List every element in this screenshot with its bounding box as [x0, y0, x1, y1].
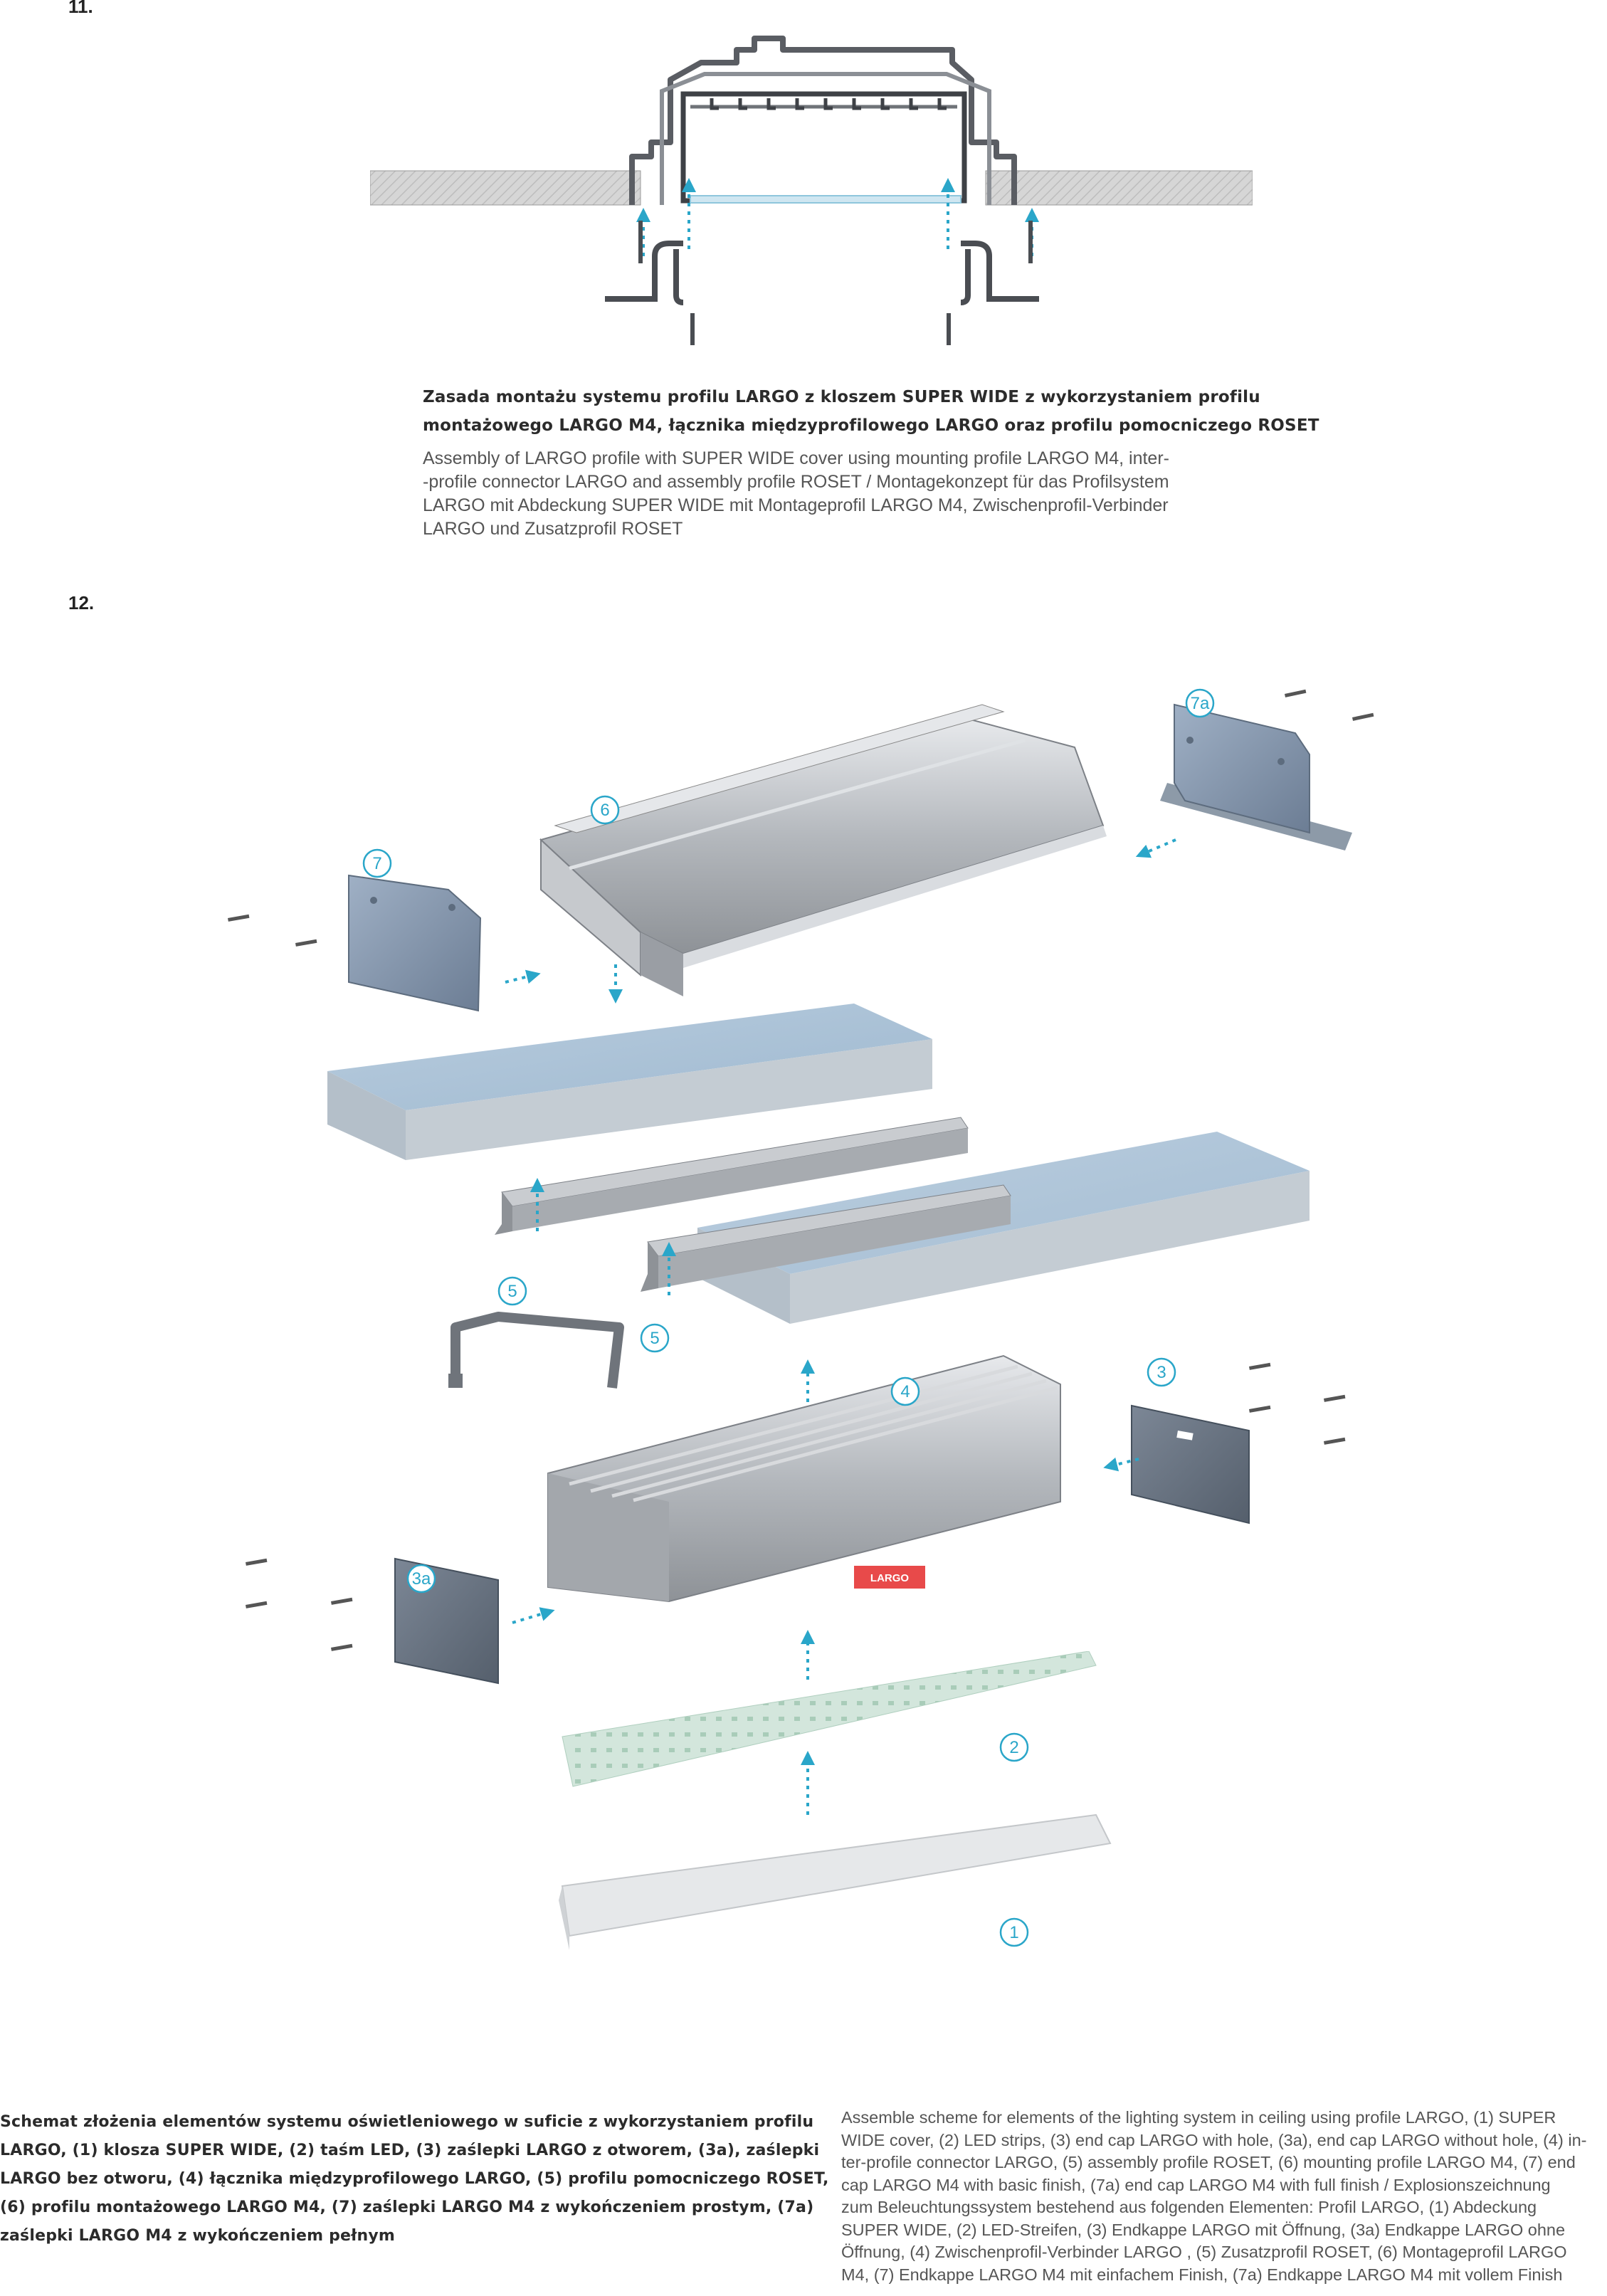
- badge-4: 4: [890, 1376, 920, 1406]
- mounting-profile-largo-m4: [539, 704, 1107, 996]
- caption-line: Schemat złożenia elementów systemu oświe…: [0, 2113, 814, 2131]
- section-11-caption-en: Assembly of LARGO profile with SUPER WID…: [423, 447, 1169, 541]
- caption-line: LARGO mit Abdeckung SUPER WIDE mit Monta…: [423, 495, 1169, 515]
- badge-5b: 5: [640, 1323, 670, 1353]
- caption-line: zum Beleuchtungssystem bestehend aus fol…: [841, 2198, 1537, 2216]
- section-11-number: 11.: [68, 0, 93, 17]
- badge-4-text: 4: [900, 1382, 910, 1401]
- caption-line: SUPER WIDE, (2) LED-Streifen, (3) Endkap…: [841, 2220, 1566, 2239]
- caption-line: LARGO, (1) klosza SUPER WIDE, (2) taśm L…: [0, 2142, 820, 2159]
- connector-left: [605, 241, 683, 302]
- badge-2: 2: [999, 1732, 1029, 1762]
- badge-7a: 7a: [1185, 688, 1215, 718]
- screws-7a: [1285, 689, 1374, 721]
- screws-3a: [245, 1558, 353, 1651]
- largo-profile: [547, 1354, 1061, 1603]
- badge-6: 6: [590, 795, 620, 825]
- section-12-caption-pl: Schemat złożenia elementów systemu oświe…: [0, 2108, 829, 2250]
- badge-5a: 5: [497, 1276, 527, 1306]
- section-12-exploded-diagram: LARGO: [228, 689, 1374, 1685]
- led-strip: [562, 1651, 1097, 1787]
- screws-3: [1249, 1362, 1346, 1445]
- badge-5a-text: 5: [507, 1282, 517, 1301]
- caption-line: LARGO bez otworu, (4) łącznika międzypro…: [0, 2170, 829, 2188]
- assembly-profile-roset-1: [495, 1117, 969, 1235]
- section-12-number: 12.: [68, 592, 95, 614]
- badge-7-text: 7: [372, 854, 381, 873]
- badge-6-text: 6: [600, 801, 609, 820]
- section-11-caption-pl: Zasada montażu systemu profilu LARGO z k…: [423, 383, 1319, 440]
- section-12-lower-diagram: [559, 1651, 1112, 1950]
- screws-7: [228, 914, 317, 947]
- badge-2-text: 2: [1009, 1738, 1018, 1757]
- largo-logo-tag: LARGO: [854, 1566, 925, 1589]
- super-wide-cover: [690, 195, 961, 204]
- largo-logo-text: LARGO: [870, 1572, 909, 1584]
- section-12-caption-en: Assemble scheme for elements of the ligh…: [841, 2107, 1586, 2286]
- end-cap-largo-with-hole: [1131, 1404, 1250, 1524]
- badge-1: 1: [999, 1917, 1029, 1947]
- section-11-cross-section-diagram: [370, 36, 1253, 345]
- badge-3a: 3a: [406, 1564, 436, 1594]
- ceiling-left: [370, 170, 641, 206]
- badge-7: 7: [362, 848, 392, 878]
- caption-line: -profile connector LARGO and assembly pr…: [423, 472, 1169, 492]
- super-wide-cover: [559, 1813, 1112, 1950]
- badge-7a-text: 7a: [1191, 694, 1210, 713]
- caption-line: LARGO und Zusatzprofil ROSET: [423, 519, 683, 539]
- caption-line: ter-profile connector LARGO, (5) assembl…: [841, 2153, 1576, 2171]
- caption-line: Zasada montażu systemu profilu LARGO z k…: [423, 388, 1260, 406]
- inter-profile-connector-largo: [448, 1312, 624, 1389]
- end-cap-largo-m4-basic-finish: [348, 874, 482, 1012]
- caption-line: montażowego LARGO M4, łącznika międzypro…: [423, 416, 1319, 435]
- connector-right: [961, 241, 1039, 302]
- end-cap-largo-m4-full-finish: [1160, 703, 1352, 851]
- ceiling-panel-left: [327, 1004, 932, 1160]
- caption-line: Öffnung, (4) Zwischenprofil-Verbinder LA…: [841, 2243, 1567, 2261]
- ceiling-right: [985, 170, 1253, 206]
- caption-line: M4, (7) Endkappe LARGO M4 mit einfachem …: [841, 2265, 1563, 2284]
- assembly-profile-roset-2: [641, 1184, 1011, 1292]
- caption-line: Assembly of LARGO profile with SUPER WID…: [423, 448, 1169, 468]
- badge-1-text: 1: [1009, 1923, 1018, 1942]
- badge-3a-text: 3a: [412, 1569, 431, 1589]
- caption-line: Assemble scheme for elements of the ligh…: [841, 2108, 1556, 2127]
- badge-3-text: 3: [1156, 1363, 1166, 1382]
- caption-line: cap LARGO M4 with basic finish, (7a) end…: [841, 2175, 1551, 2194]
- badge-5b-text: 5: [650, 1329, 659, 1348]
- caption-line: zaślepki LARGO M4 z wykończeniem pełnym: [0, 2227, 396, 2245]
- caption-line: WIDE cover, (2) LED strips, (3) end cap …: [841, 2130, 1587, 2149]
- caption-line: (6) profilu montażowego LARGO M4, (7) za…: [0, 2198, 814, 2216]
- badge-3: 3: [1147, 1357, 1176, 1387]
